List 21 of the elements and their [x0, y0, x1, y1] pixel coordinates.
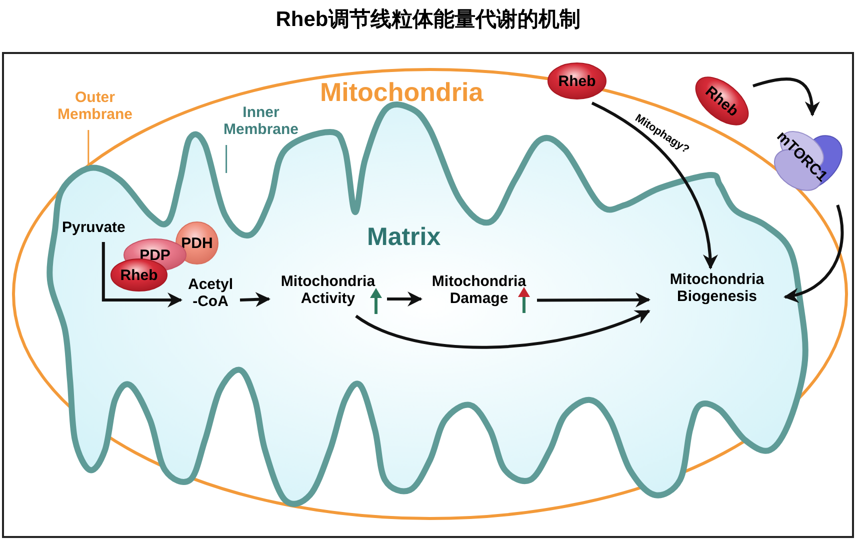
arrow — [591, 102, 718, 270]
pathway-label: Inner Membrane — [205, 104, 317, 142]
arrow — [784, 204, 844, 302]
arrow — [752, 78, 820, 116]
pathway-label: Mitochondria Damage — [424, 273, 534, 313]
pathway-label: Acetyl -CoA — [184, 276, 237, 316]
leader-line — [88, 130, 90, 166]
pathway-label: Mitochondria Biogenesis — [652, 271, 782, 311]
arrow — [537, 292, 650, 308]
arrow — [240, 292, 270, 307]
arrow — [387, 292, 422, 306]
arrow — [102, 242, 182, 308]
pathway-label: Pyruvate — [62, 219, 152, 239]
pathway-label: Outer Membrane — [40, 89, 150, 127]
leader-line — [226, 145, 228, 173]
title: Rheb调节线粒体能量代谢的机制 — [274, 8, 582, 32]
arrow — [355, 310, 650, 349]
protein-ellipse: Rheb — [547, 62, 607, 100]
pathway-label: Mitochondria Activity — [272, 273, 384, 313]
heading: Mitochondria — [320, 78, 484, 108]
region-label: Matrix — [367, 223, 441, 252]
